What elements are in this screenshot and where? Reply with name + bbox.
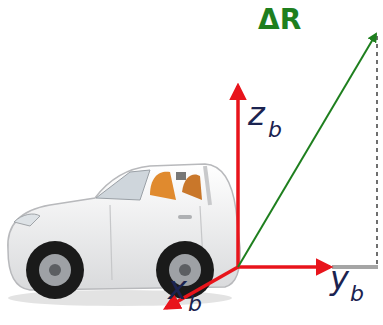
axis-subscript: b (268, 119, 282, 141)
delta-r-vector (238, 34, 376, 267)
axis-subscript: b (188, 293, 202, 315)
y-axis (238, 265, 330, 269)
axis-label: x (168, 272, 187, 304)
projection-line (376, 36, 377, 265)
axis-subscript: b (350, 283, 364, 305)
z-axis (236, 86, 240, 267)
axis-label: z (248, 98, 265, 130)
x-axis (166, 267, 238, 308)
axis-label: y (330, 262, 349, 294)
vector-label: ΔR (258, 6, 301, 34)
